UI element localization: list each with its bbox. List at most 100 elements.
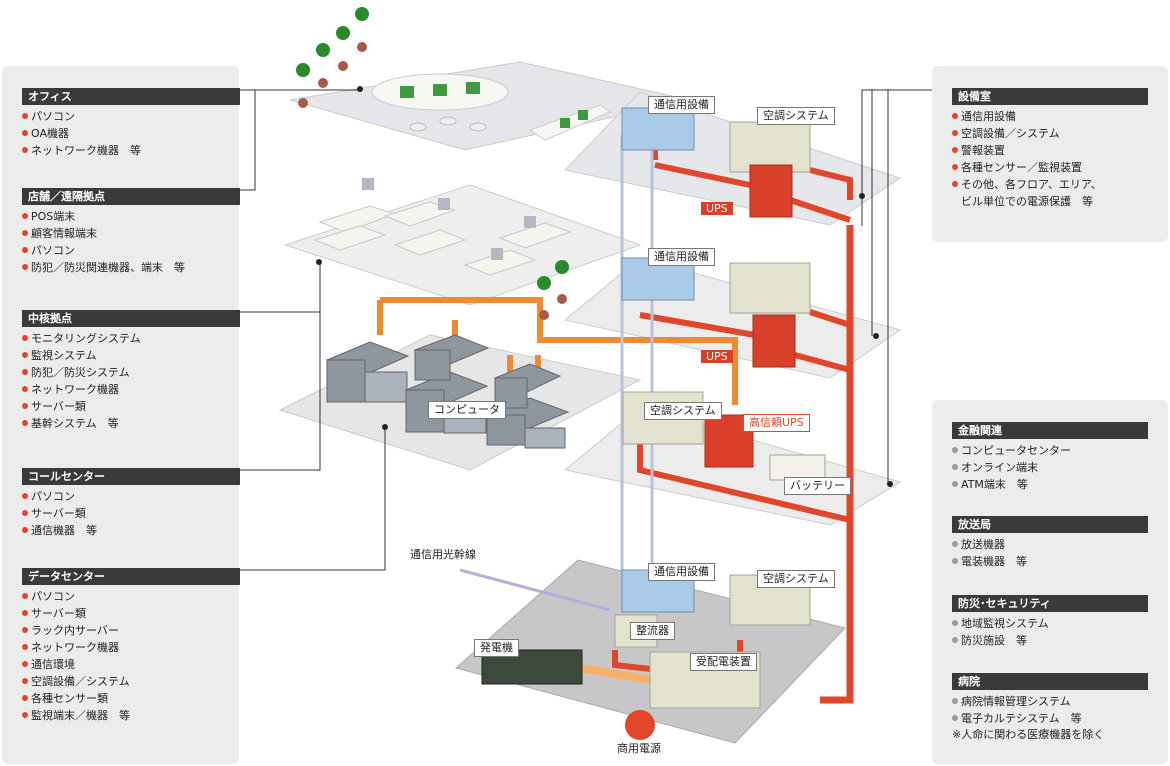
bullet-icon [22,113,28,119]
bullet-icon [952,541,958,547]
list-item: ATM端末 等 [952,476,1148,493]
list-item-label: 各種センサー／監視装置 [961,161,1082,174]
label-commercial-power: 商用電源 [617,742,661,755]
list-item-label: POS端末 [31,210,76,223]
label-ups-top: UPS [701,202,733,215]
bullet-icon [952,113,958,119]
list-item-label: OA機器 [31,127,69,140]
list-item-label: 病院情報管理システム [961,695,1071,708]
list-item: 防犯／防災関連機器、端末 等 [22,259,240,276]
section-title: 病院 [952,673,1148,690]
bullet-icon [22,627,28,633]
section-title: 金融関連 [952,422,1148,439]
label-high-reliability-ups: 高信頼UPS [743,414,810,432]
list-item: その他、各フロア、エリア、 [952,176,1148,193]
list-item-label: コンピュータセンター [961,444,1071,457]
bullet-icon [22,147,28,153]
bullet-icon [22,510,28,516]
list-item: ネットワーク機器 [22,639,240,656]
right-info-panel [932,400,1168,764]
label-aircon-middle: 空調システム [644,402,722,420]
label-aircon-bottom: 空調システム [757,570,835,588]
bullet-icon [952,637,958,643]
list-item-label: サーバー類 [31,400,86,413]
bullet-icon [22,712,28,718]
list-item: 防災施設 等 [952,632,1148,649]
section-finance: 金融関連 コンピュータセンター オンライン端末 ATM端末 等 [952,422,1148,493]
label-rectifier: 整流器 [630,622,675,640]
item-list: パソコン サーバー類 通信機器 等 [22,488,240,539]
list-item-label: サーバー類 [31,607,86,620]
section-title: コールセンター [22,468,240,485]
list-item: 電子カルテシステム 等 [952,710,1148,727]
list-item-label: 通信用設備 [961,110,1016,123]
list-item: 放送機器 [952,536,1148,553]
list-item: POS端末 [22,208,240,225]
bullet-icon [22,420,28,426]
list-item-label: モニタリングシステム [31,332,141,345]
list-item: サーバー類 [22,605,240,622]
list-item-label: パソコン [31,590,75,603]
section-title: 中核拠点 [22,310,240,327]
list-item-label: ネットワーク機器 [31,383,119,396]
list-item: 空調設備／システム [952,125,1148,142]
list-item: パソコン [22,242,240,259]
section-office: オフィス パソコン OA機器 ネットワーク機器 等 [22,88,240,159]
section-title: 店舗／遠隔拠点 [22,188,240,205]
list-item-label: パソコン [31,244,75,257]
list-item: 警報装置 [952,142,1148,159]
list-item-label: 顧客情報端末 [31,227,97,240]
list-item-label: 防犯／防災関連機器、端末 等 [31,261,185,274]
section-data-center: データセンター パソコン サーバー類 ラック内サーバー ネットワーク機器 通信環… [22,568,240,724]
list-item-label: 通信環境 [31,658,75,671]
item-list: POS端末 顧客情報端末 パソコン 防犯／防災関連機器、端末 等 [22,208,240,276]
list-item: 監視システム [22,347,240,364]
bullet-icon [22,369,28,375]
list-item: ネットワーク機器 等 [22,142,240,159]
list-item: 地域監視システム [952,615,1148,632]
hospital-note: ※人命に関わる医療機器を除く [952,728,1105,741]
bullet-icon [22,352,28,358]
bullet-icon [952,481,958,487]
list-item-label: オンライン端末 [961,461,1038,474]
bullet-icon [952,620,958,626]
bullet-icon [952,130,958,136]
list-item-label: その他、各フロア、エリア、 [961,178,1102,191]
list-item: OA機器 [22,125,240,142]
list-item: 通信機器 等 [22,522,240,539]
list-item: 監視端末／機器 等 [22,707,240,724]
list-item: パソコン [22,488,240,505]
list-item: オンライン端末 [952,459,1148,476]
label-computer: コンピュータ [428,401,506,419]
list-item-label: サーバー類 [31,507,86,520]
list-item: 病院情報管理システム [952,693,1148,710]
list-item-label: ネットワーク機器 等 [31,144,141,157]
bullet-icon [22,264,28,270]
list-item-label: 電子カルテシステム 等 [961,712,1082,725]
list-item-label: 監視端末／機器 等 [31,709,130,722]
section-broadcast: 放送局 放送機器 電装機器 等 [952,516,1148,570]
item-list: 地域監視システム 防災施設 等 [952,615,1148,649]
list-item: 各種センサー／監視装置 [952,159,1148,176]
section-title: 放送局 [952,516,1148,533]
bullet-icon [952,164,958,170]
list-item: ラック内サーバー [22,622,240,639]
list-item: 通信環境 [22,656,240,673]
label-aircon-top: 空調システム [757,107,835,125]
list-item-continuation: ビル単位での電源保護 等 [952,193,1148,210]
bullet-icon [22,678,28,684]
bullet-icon [22,130,28,136]
label-comm-equipment-bottom: 通信用設備 [648,563,715,581]
list-item-label: 空調設備／システム [961,127,1060,140]
list-item: 基幹システム 等 [22,415,240,432]
section-title: 防災･セキュリティ [952,595,1148,612]
list-item: サーバー類 [22,398,240,415]
list-item-label: 放送機器 [961,538,1005,551]
bullet-icon [22,335,28,341]
list-item-label: 監視システム [31,349,97,362]
list-item: ネットワーク機器 [22,381,240,398]
label-generator: 発電機 [474,639,519,657]
bullet-icon [952,447,958,453]
bullet-icon [22,403,28,409]
list-item-label: ネットワーク機器 [31,641,119,654]
